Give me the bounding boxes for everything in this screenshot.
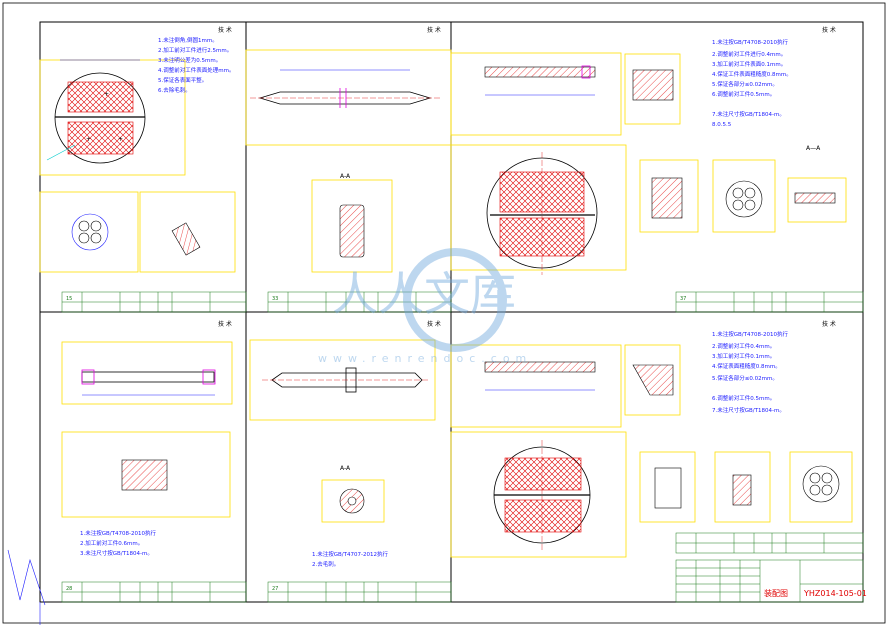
svg-text:3.加工前对工件表面0.1mm。: 3.加工前对工件表面0.1mm。: [712, 60, 786, 68]
svg-text:+: +: [118, 136, 123, 143]
svg-text:2.调整前对工件0.4mm。: 2.调整前对工件0.4mm。: [712, 342, 775, 350]
part-c3-upper: 技 术 1.未注按GB/T4708-2010执行 2.调整前对工件进行0.4mm…: [450, 26, 847, 275]
svg-text:1.未注按GB/T4708-2010执行: 1.未注按GB/T4708-2010执行: [712, 330, 788, 338]
titleblock-strips: [61, 291, 864, 603]
c3-lower-notes: 1.未注按GB/T4708-2010执行 2.调整前对工件0.4mm。 3.加工…: [712, 330, 788, 414]
svg-text:7.未注尺寸按GB/T1804-m。: 7.未注尺寸按GB/T1804-m。: [712, 406, 785, 414]
title-block-drawing-no: YHZ014-105-01: [803, 589, 867, 598]
svg-text:7.未注尺寸按GB/T1804-m。: 7.未注尺寸按GB/T1804-m。: [712, 110, 785, 118]
id-c3-upper: 37: [680, 296, 686, 302]
svg-text:6.调整前对工件0.5mm。: 6.调整前对工件0.5mm。: [712, 90, 775, 98]
svg-text:5.保证各部分≤0.02mm。: 5.保证各部分≤0.02mm。: [712, 374, 778, 382]
id-c1-upper: 15: [66, 296, 72, 302]
svg-text:8.0.5.5: 8.0.5.5: [712, 122, 732, 128]
svg-text:1.未注倒角,倒圆1mm。: 1.未注倒角,倒圆1mm。: [158, 36, 218, 44]
svg-text:3.未注明公差为0.5mm。: 3.未注明公差为0.5mm。: [158, 56, 221, 64]
c1-lower-header: 技 术: [218, 320, 232, 328]
id-c2-upper: 33: [272, 296, 278, 302]
svg-text:1.未注按GB/T4708-2010执行: 1.未注按GB/T4708-2010执行: [712, 38, 788, 46]
c1-header: 技 术: [218, 26, 232, 34]
svg-text:4.保证表面粗糙度0.8mm。: 4.保证表面粗糙度0.8mm。: [712, 362, 781, 370]
id-c1-lower: 28: [66, 586, 72, 592]
title-block-name: 装配图: [764, 588, 788, 598]
part-c2-lower: 技 术 A-A 1.未注按GB/T4707-2012执行 2.去毛刺。: [249, 320, 441, 568]
svg-text:3.未注尺寸按GB/T1804-m。: 3.未注尺寸按GB/T1804-m。: [80, 549, 153, 557]
svg-text:4.调整前对工件表面处理mm。: 4.调整前对工件表面处理mm。: [158, 66, 234, 74]
svg-text:2.加工前对工件进行2.5mm。: 2.加工前对工件进行2.5mm。: [158, 46, 232, 54]
c2-lower-header: 技 术: [427, 320, 441, 328]
svg-text:2.调整前对工件进行0.4mm。: 2.调整前对工件进行0.4mm。: [712, 50, 786, 58]
svg-text:5.保证各表面平整。: 5.保证各表面平整。: [158, 76, 207, 84]
c3-section-label: A—A: [806, 145, 821, 152]
svg-text:6.去除毛刺。: 6.去除毛刺。: [158, 86, 191, 94]
part-c3-lower: 技 术 1.未注按GB/T4708-2010执行 2.调整前对工件0.4mm。 …: [450, 320, 853, 558]
part-c1-lower: 技 术 1.未注按GB/T4708-2010执行 2.加工前对工件0.6mm。 …: [61, 320, 233, 557]
svg-text:4.保证工件表面粗糙度0.8mm。: 4.保证工件表面粗糙度0.8mm。: [712, 70, 792, 78]
svg-text:+: +: [86, 136, 91, 143]
svg-text:5.保证各部分≤0.02mm。: 5.保证各部分≤0.02mm。: [712, 80, 778, 88]
c1-lower-notes: 1.未注按GB/T4708-2010执行 2.加工前对工件0.6mm。 3.未注…: [80, 529, 156, 557]
c3-lower-header: 技 术: [822, 320, 836, 328]
part-c1-upper: + + + 技 术 1.未注倒角,倒圆1mm。 2.加工前对工件进行2.5mm。…: [39, 26, 236, 273]
id-c2-lower: 27: [272, 586, 278, 592]
svg-text:2.加工前对工件0.6mm。: 2.加工前对工件0.6mm。: [80, 539, 143, 547]
svg-text:+: +: [104, 91, 109, 98]
part-c2-upper: 技 术 A-A: [245, 26, 452, 273]
c1-notes: 1.未注倒角,倒圆1mm。 2.加工前对工件进行2.5mm。 3.未注明公差为0…: [158, 36, 234, 94]
svg-text:2.去毛刺。: 2.去毛刺。: [312, 560, 339, 568]
c2-lower-notes: 1.未注按GB/T4707-2012执行 2.去毛刺。: [312, 550, 388, 568]
c2-section-label: A-A: [340, 173, 351, 180]
watermark: 人人文库 www.renrendoc.com: [318, 248, 532, 365]
svg-text:www.renrendoc.com: www.renrendoc.com: [318, 352, 532, 365]
c2-header: 技 术: [427, 26, 441, 34]
svg-text:1.未注按GB/T4708-2010执行: 1.未注按GB/T4708-2010执行: [80, 529, 156, 537]
svg-text:1.未注按GB/T4707-2012执行: 1.未注按GB/T4707-2012执行: [312, 550, 388, 558]
svg-text:人人文库: 人人文库: [332, 267, 516, 321]
c3-notes: 1.未注按GB/T4708-2010执行 2.调整前对工件进行0.4mm。 3.…: [712, 38, 792, 128]
svg-text:3.加工前对工件0.1mm。: 3.加工前对工件0.1mm。: [712, 352, 775, 360]
svg-text:6.调整前对工件0.5mm。: 6.调整前对工件0.5mm。: [712, 394, 775, 402]
c2-lower-section-label: A-A: [340, 465, 351, 472]
c3-header: 技 术: [822, 26, 836, 34]
side-notch-marks: [7, 549, 46, 625]
